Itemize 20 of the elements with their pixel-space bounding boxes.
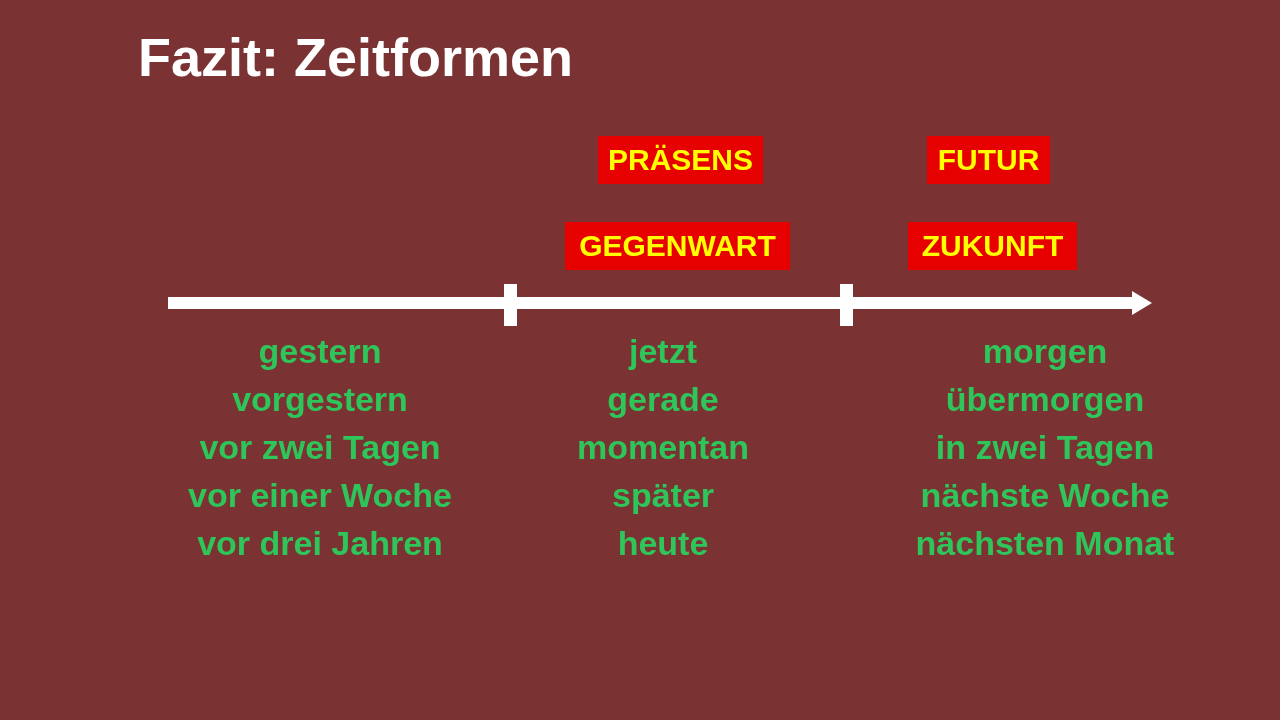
time-expression: vor zwei Tagen <box>199 428 441 468</box>
time-expression: vor drei Jahren <box>197 524 443 564</box>
time-expression: heute <box>617 524 709 564</box>
time-expression: gestern <box>258 332 382 372</box>
time-expression: vor einer Woche <box>188 476 452 516</box>
time-expression: gerade <box>607 380 719 420</box>
time-expression: vorgestern <box>232 380 408 420</box>
time-expression: übermorgen <box>945 380 1145 420</box>
tense-tag: FUTUR <box>927 136 1050 184</box>
tense-tag: PRÄSENS <box>598 136 764 184</box>
time-expression: in zwei Tagen <box>935 428 1155 468</box>
time-expression: nächste Woche <box>920 476 1170 516</box>
time-expression: momentan <box>577 428 749 468</box>
title: Fazit: Zeitformen <box>138 28 573 88</box>
tense-tag: ZUKUNFT <box>908 222 1077 270</box>
time-expression: später <box>611 476 715 516</box>
time-expression: morgen <box>982 332 1108 372</box>
tense-tag: GEGENWART <box>565 222 790 270</box>
time-expression: jetzt <box>629 332 697 372</box>
time-expression: nächsten Monat <box>915 524 1175 564</box>
